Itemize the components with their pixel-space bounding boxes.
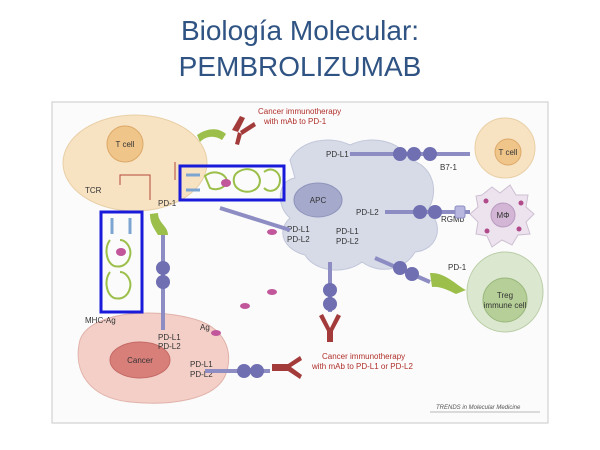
t-cell-right-nucleus [494, 138, 522, 166]
pd-l2-bottom-label: PD-L2 [190, 370, 213, 379]
slide-title-line1: Biología Molecular: [180, 15, 420, 46]
source-credit: TRENDS in Molecular Medicine [436, 405, 521, 411]
pd-l1-apc-a-label: PD-L1 [287, 225, 310, 234]
pd-l2-apc-b-label: PD-L2 [336, 237, 359, 246]
highlight-box-horizontal [178, 164, 286, 202]
pd-l1-cancer-label: PD-L1 [158, 333, 181, 342]
tcell-apc-link [219, 206, 291, 232]
antibody-pdl-icon [272, 356, 302, 379]
pd-l2-apc-a-label: PD-L2 [287, 235, 310, 244]
pd-l1-bottom-label: PD-L1 [190, 360, 213, 369]
pd1-receptor-top [197, 129, 226, 142]
cancer-label: Cancer [127, 356, 153, 365]
t-cell-nucleus [106, 125, 144, 163]
macrophage-label: MΦ [496, 211, 509, 220]
mab-pdl-label-line1: Cancer immunotherapy [322, 352, 405, 361]
macrophage-nucleus [490, 202, 516, 228]
apc-label: APC [310, 196, 327, 205]
mab-pdl-label-line2: with mAb to PD-L1 or PD-L2 [311, 362, 413, 371]
t-cell-right-label: T cell [499, 148, 518, 157]
mhc-ag-label: MHC-Ag [85, 316, 116, 325]
treg-nucleus [482, 277, 528, 323]
apc-nucleus [293, 182, 343, 218]
pd-l2-apc-label: PD-L2 [356, 208, 379, 217]
treg-label-line2: immune cell [484, 301, 527, 310]
rgmb-label: RGMb [441, 215, 465, 224]
mab-pd1-label-line1: Cancer immunotherapy [258, 107, 341, 116]
tcr-label: TCR [85, 186, 102, 195]
pd-l1-apc-b-label: PD-L1 [336, 227, 359, 236]
pd1-treg-label: PD-1 [448, 263, 467, 272]
ag-label: Ag [200, 323, 210, 332]
t-cell-label: T cell [116, 140, 135, 149]
treg-label-line1: Treg [497, 291, 513, 300]
tcr-signal-line [119, 174, 151, 200]
highlight-box-vertical [99, 210, 144, 314]
slide-title-line2: PEMBROLIZUMAB [178, 51, 422, 82]
antibody-pd1-icon [232, 116, 256, 145]
pd-l2-cancer-label: PD-L2 [158, 342, 181, 351]
pd-l1-top-label: PD-L1 [326, 150, 349, 159]
b71-label: B7-1 [440, 163, 457, 172]
mab-pd1-label-line2: with mAb to PD-1 [263, 117, 327, 126]
pd1-tcell-label: PD-1 [158, 199, 177, 208]
cancer-nucleus [109, 341, 171, 379]
antibody-apc-icon [319, 314, 341, 342]
antigen-dot [211, 330, 221, 336]
apc-body [280, 139, 438, 271]
